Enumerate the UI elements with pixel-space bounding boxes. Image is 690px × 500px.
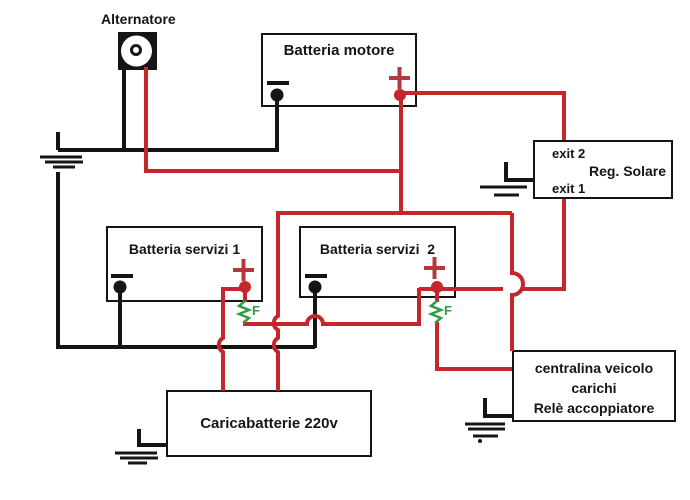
service-battery-1-label: Batteria servizi 1	[128, 241, 241, 257]
charger-box: Caricabatterie 220v	[166, 390, 372, 457]
solar-regulator-box: exit 2 Reg. Solare exit 1	[533, 140, 673, 199]
fuse-2-label: F	[444, 303, 452, 318]
engine-battery-box: Batteria motore	[261, 33, 417, 107]
control-unit-line3: Relè accoppiatore	[533, 400, 655, 416]
wire-charger-ground	[137, 429, 167, 447]
control-unit-line2: carichi	[571, 380, 617, 396]
service-battery-2-box: Batteria servizi 2	[299, 226, 456, 298]
control-unit-box: centralina veicolo carichi Relè accoppia…	[512, 350, 676, 422]
wire-service1-to-charger	[216, 287, 245, 391]
wire-bus-to-control-unit	[510, 213, 525, 351]
ground-symbol-control-unit	[465, 422, 505, 443]
engine-battery-label: Batteria motore	[283, 42, 395, 59]
wire-engine-battery-to-regulator	[399, 91, 566, 140]
ground-symbol-alternator	[40, 155, 83, 169]
fuse-1-label: F	[252, 303, 260, 318]
service-battery-2-label: Batteria servizi 2	[319, 241, 436, 257]
ground-symbol-regulator	[480, 185, 527, 197]
charger-label: Caricabatterie 220v	[200, 415, 338, 432]
wire-regulator-ground	[504, 162, 533, 182]
alternator-label: Alternatore	[101, 11, 176, 27]
regulator-exit1-label: exit 1	[552, 181, 586, 196]
ground-symbol-charger	[115, 451, 158, 465]
service-battery-1-box: Batteria servizi 1	[106, 226, 263, 302]
wire-control-unit-ground	[483, 398, 513, 418]
regulator-name-label: Reg. Solare	[588, 163, 666, 179]
wire-service2-to-control-unit	[435, 322, 512, 371]
wire-bus-to-charger	[271, 211, 280, 391]
control-unit-line1: centralina veicolo	[534, 360, 654, 376]
alternator-icon	[118, 32, 157, 70]
fuse-2-icon	[427, 300, 445, 324]
regulator-exit2-label: exit 2	[552, 146, 586, 161]
fuse-1-icon	[235, 300, 253, 324]
